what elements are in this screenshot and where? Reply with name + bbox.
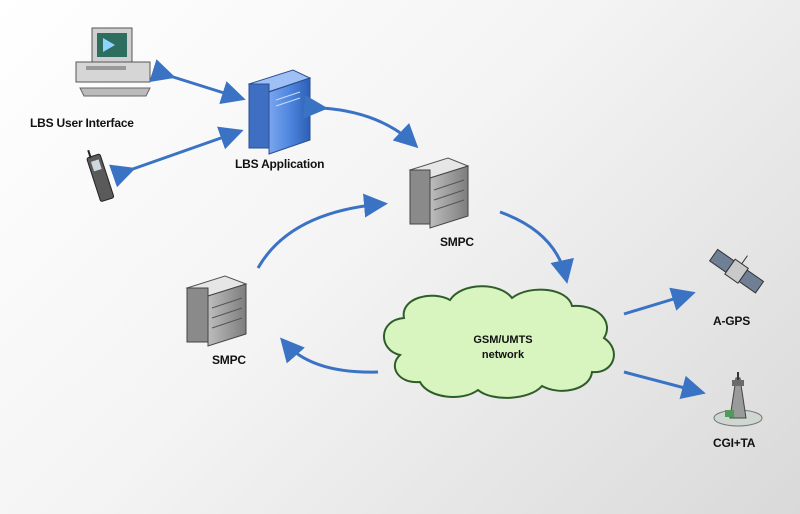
arrow-network-to-agps [623, 287, 696, 316]
label-agps: A-GPS [713, 314, 751, 328]
satellite-icon [708, 248, 765, 294]
label-network-line1: GSM/UMTS [473, 334, 533, 346]
arrow-app-to-smpc [303, 94, 419, 149]
label-cgi-ta: CGI+TA [713, 436, 756, 450]
label-smpc-left: SMPC [212, 353, 246, 367]
label-network: GSM/UMTS network [443, 333, 563, 363]
smpc-server-icon-left [185, 275, 248, 347]
label-network-line2: network [481, 349, 525, 361]
mobile-phone-icon [86, 149, 115, 202]
arrow-network-to-smpc-left [280, 337, 379, 374]
label-lbs-application: LBS Application [235, 157, 325, 171]
arrow-smpc-left-to-smpc-top [256, 193, 388, 269]
connection-arrows [109, 59, 706, 400]
smpc-server-icon-top [408, 157, 470, 229]
label-lbs-user-interface: LBS User Interface [30, 116, 134, 130]
arrow-phone-to-app [109, 126, 244, 188]
cloud-icon [383, 285, 615, 399]
arrow-smpc-to-network [499, 210, 574, 284]
desktop-computer-icon [75, 27, 151, 97]
arrow-network-to-cgi-ta [623, 370, 706, 400]
cell-tower-icon [713, 372, 763, 427]
label-smpc-top: SMPC [440, 235, 474, 249]
arrow-ui-to-app [149, 59, 246, 105]
tower-server-icon [247, 69, 312, 155]
